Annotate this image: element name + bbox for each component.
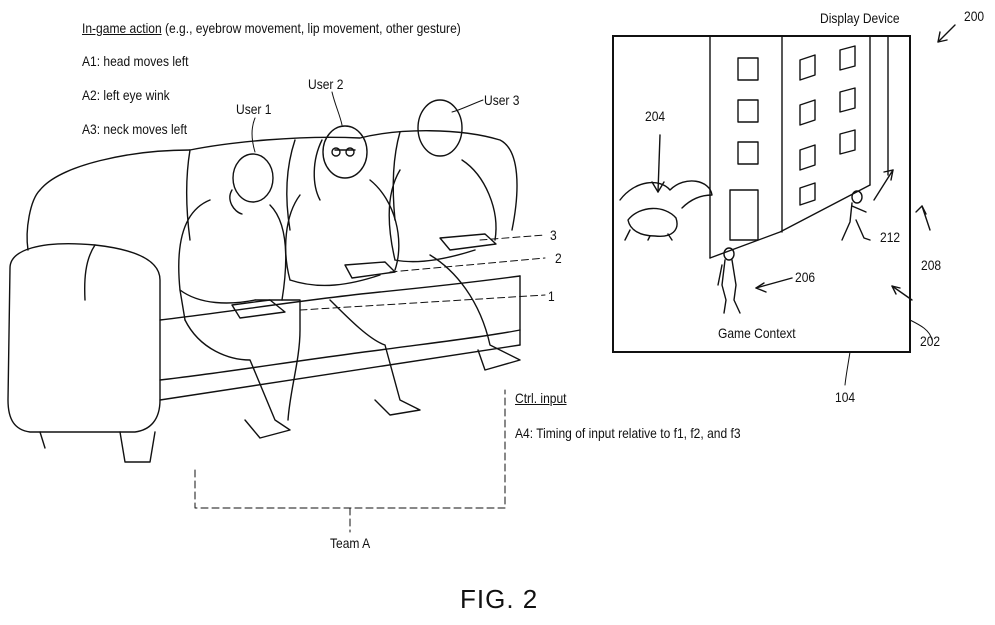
user1-label: User 1: [236, 101, 271, 117]
user2-label: User 2: [308, 76, 343, 92]
character-206: [718, 248, 740, 313]
ref-f3: 3: [550, 227, 557, 243]
ingame-action-examples: (e.g., eyebrow movement, lip movement, o…: [165, 20, 461, 36]
action-a3: A3: neck moves left: [82, 121, 187, 137]
team-bracket: [195, 390, 505, 532]
ctrl-input-a4: A4: Timing of input relative to f1, f2, …: [515, 425, 741, 441]
game-context-label: Game Context: [718, 325, 796, 341]
controller-signal-lines: [300, 235, 545, 310]
ctrl-input-title: Ctrl. input: [515, 390, 567, 406]
team-label: Team A: [330, 535, 370, 551]
dragon-character-204: [620, 181, 712, 240]
ref-204: 204: [645, 108, 665, 124]
user1-figure: [179, 154, 300, 438]
action-a1: A1: head moves left: [82, 53, 188, 69]
ref-200: 200: [964, 8, 984, 24]
ref-212: 212: [880, 229, 900, 245]
user3-label: User 3: [484, 92, 519, 108]
user-leader-lines: [252, 92, 483, 152]
ingame-action-title: In-game action: [82, 20, 162, 36]
figure-caption: FIG. 2: [460, 585, 538, 613]
display-device-label: Display Device: [820, 10, 900, 26]
sofa-drawing: [8, 131, 520, 462]
ingame-action-heading: In-game action (e.g., eyebrow movement, …: [82, 20, 461, 36]
action-a2: A2: left eye wink: [82, 87, 170, 103]
ref-208: 208: [921, 257, 941, 273]
ref-206: 206: [795, 269, 815, 285]
ref-104: 104: [835, 389, 855, 405]
character-212: [842, 191, 870, 240]
ref-202: 202: [920, 333, 940, 349]
ref-f1: 1: [548, 288, 555, 304]
ref-f2: 2: [555, 250, 562, 266]
